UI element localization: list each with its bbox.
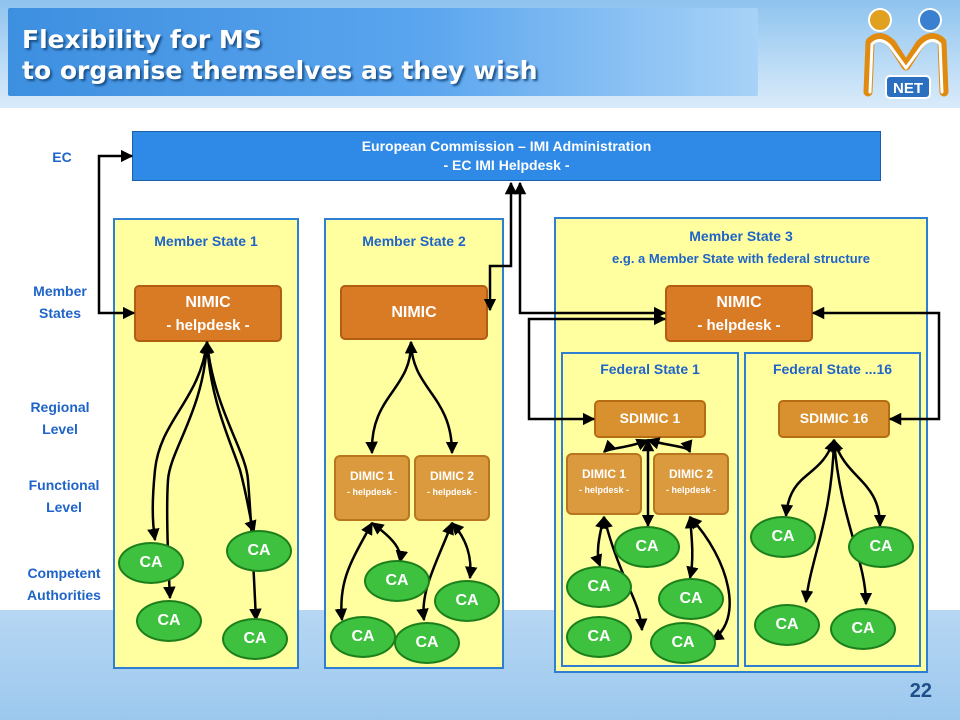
ms2-ca-2: CA <box>434 580 500 622</box>
dimic-label: DIMIC 2 <box>668 467 713 481</box>
side-label-regional: Regional Level <box>16 396 104 440</box>
side-label-line: Member <box>33 283 87 299</box>
nimic-sublabel: - helpdesk - <box>166 317 250 334</box>
ms2-ca-3: CA <box>330 616 396 658</box>
title-bar <box>8 8 758 96</box>
slide-title: Flexibility for MS to organise themselve… <box>22 24 538 86</box>
side-label-line: Level <box>46 499 82 515</box>
side-label-line: Level <box>42 421 78 437</box>
side-label-member-states: Member States <box>16 280 104 324</box>
side-label-ec: EC <box>52 149 72 165</box>
dimic-sublabel: - helpdesk - <box>346 487 397 497</box>
ec-ms2-connector <box>483 181 518 312</box>
fs16-ca-connector <box>828 438 873 606</box>
ms2-dimic-1-box: DIMIC 1 - helpdesk - <box>334 455 410 521</box>
ms3-nimic-sdimic1-connector <box>527 312 667 426</box>
dimic-label: DIMIC 1 <box>581 467 626 481</box>
fs16-ca-2: CA <box>848 526 914 568</box>
side-label-line: Regional <box>30 399 90 415</box>
dimic-label: DIMIC 1 <box>349 469 394 483</box>
fs16-ca-1: CA <box>750 516 816 558</box>
fs1-dimic-1-box: DIMIC 1 - helpdesk - <box>566 453 642 515</box>
title-line-1: Flexibility for MS <box>22 25 262 54</box>
ms2-ca-connector <box>416 521 454 622</box>
member-state-2-title: Member State 2 <box>362 233 466 249</box>
fs1-ca-5: CA <box>650 622 716 664</box>
ms2-dimic-2-box: DIMIC 2 - helpdesk - <box>414 455 490 521</box>
imi-net-logo: NET <box>863 8 949 99</box>
ms1-ca-connector <box>201 340 257 534</box>
member-state-3-subtitle: e.g. a Member State with federal structu… <box>612 251 870 266</box>
dimic-sublabel: - helpdesk - <box>578 485 629 495</box>
ms1-ca-1: CA <box>118 542 184 584</box>
fs1-ca-connector <box>684 515 699 580</box>
ms2-ca-connector <box>370 521 409 564</box>
ec-ms1-connector <box>97 149 136 320</box>
ms2-ca-connector <box>334 521 374 622</box>
side-label-competent: Competent Authorities <box>12 562 116 606</box>
ms2-ca-4: CA <box>394 622 460 664</box>
ms2-ca-1: CA <box>364 560 430 602</box>
ms2-nimic-box: NIMIC <box>340 285 488 340</box>
fs16-ca-3: CA <box>754 604 820 646</box>
fs1-ca-connector <box>590 515 608 568</box>
ms2-ca-connector <box>451 522 478 580</box>
ec-box-line-2: - EC IMI Helpdesk - <box>443 157 570 173</box>
fs1-ca-1: CA <box>614 526 680 568</box>
ms1-ca-4: CA <box>222 618 288 660</box>
title-line-2: to organise themselves as they wish <box>22 56 538 85</box>
ms1-nimic-box: NIMIC - helpdesk - <box>134 285 282 342</box>
dimic-sublabel: - helpdesk - <box>665 485 716 495</box>
page-number: 22 <box>909 680 932 702</box>
nimic-label: NIMIC <box>716 294 762 311</box>
ms1-ca-2: CA <box>226 530 292 572</box>
side-label-line: Authorities <box>27 587 101 603</box>
ms1-ca-connector <box>201 340 262 622</box>
side-label-line: Functional <box>28 477 100 493</box>
ms2-dimic-connector <box>365 340 418 455</box>
fs1-dimic-connector <box>603 438 650 454</box>
fs1-ca-2: CA <box>566 566 632 608</box>
ms1-ca-3: CA <box>136 600 202 642</box>
fs1-dimic-connector <box>646 437 693 454</box>
ec-imi-administration-box: European Commission – IMI Administration… <box>132 131 881 181</box>
dimic-label: DIMIC 2 <box>429 469 474 483</box>
ms2-dimic-connector <box>404 340 459 455</box>
logo-text: NET <box>893 80 923 97</box>
slide-header: Flexibility for MS to organise themselve… <box>0 0 960 108</box>
fs1-ca-3: CA <box>658 578 724 620</box>
ms3-nimic-box: NIMIC - helpdesk - <box>665 285 813 342</box>
fs1-ca-4: CA <box>566 616 632 658</box>
fs1-ca-connector <box>689 516 731 642</box>
side-label-line: Competent <box>27 565 101 581</box>
nimic-sublabel: - helpdesk - <box>697 317 781 334</box>
member-state-1-title: Member State 1 <box>154 233 258 249</box>
ec-ms3-connector <box>513 181 667 320</box>
side-label-functional: Functional Level <box>14 474 114 518</box>
ec-box-line-1: European Commission – IMI Administration <box>361 138 652 154</box>
ms3-nimic-sdimic16-connector <box>811 306 941 426</box>
fs16-ca-4: CA <box>830 608 896 650</box>
fs16-ca-connector <box>831 438 887 528</box>
side-label-line: States <box>38 305 82 321</box>
member-state-3-title: Member State 3 <box>689 228 793 244</box>
nimic-label: NIMIC <box>185 294 231 311</box>
dimic-sublabel: - helpdesk - <box>426 487 477 497</box>
